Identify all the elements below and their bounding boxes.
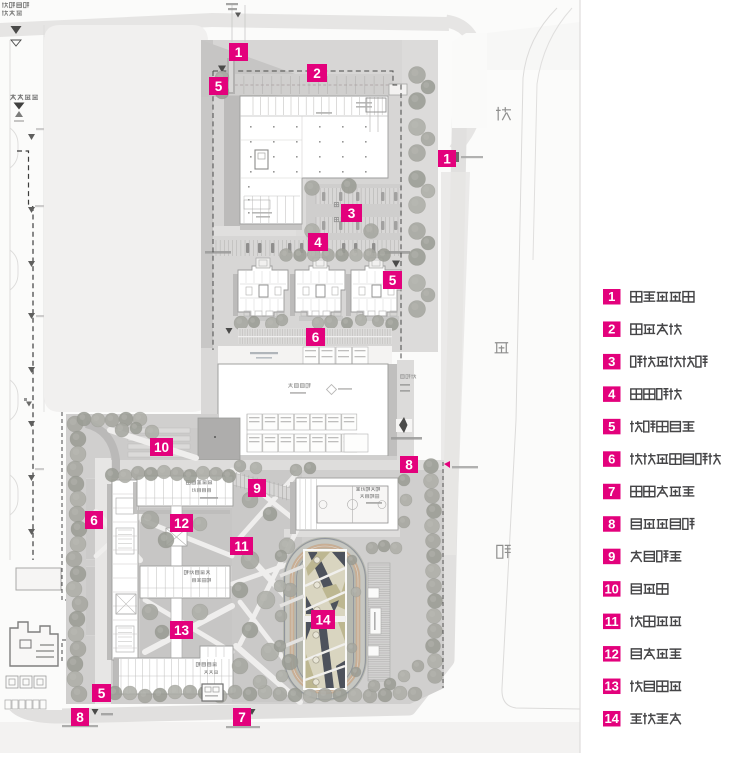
svg-text:10: 10 xyxy=(154,440,169,455)
svg-text:1: 1 xyxy=(608,289,615,304)
svg-text:6: 6 xyxy=(312,330,320,345)
svg-text:10: 10 xyxy=(604,581,618,596)
svg-text:12: 12 xyxy=(174,516,190,531)
svg-text:13: 13 xyxy=(604,679,618,694)
svg-text:1: 1 xyxy=(235,45,243,60)
svg-text:11: 11 xyxy=(605,614,619,629)
svg-text:6: 6 xyxy=(608,452,615,467)
svg-text:9: 9 xyxy=(608,549,615,564)
svg-text:8: 8 xyxy=(608,516,615,531)
svg-text:2: 2 xyxy=(313,66,321,81)
svg-text:3: 3 xyxy=(348,206,356,221)
svg-text:5: 5 xyxy=(389,273,397,288)
svg-text:12: 12 xyxy=(604,646,618,661)
svg-text:5: 5 xyxy=(608,419,615,434)
svg-text:4: 4 xyxy=(608,387,616,402)
svg-text:1: 1 xyxy=(443,151,451,166)
svg-text:14: 14 xyxy=(315,612,331,627)
svg-text:11: 11 xyxy=(234,539,249,554)
svg-text:6: 6 xyxy=(90,513,98,528)
svg-text:7: 7 xyxy=(238,710,246,725)
svg-text:4: 4 xyxy=(314,235,322,250)
svg-text:5: 5 xyxy=(98,686,106,701)
svg-text:8: 8 xyxy=(405,457,413,472)
svg-text:5: 5 xyxy=(215,79,223,94)
svg-text:8: 8 xyxy=(76,710,84,725)
svg-text:3: 3 xyxy=(608,354,615,369)
svg-text:2: 2 xyxy=(608,322,615,337)
svg-text:14: 14 xyxy=(604,711,619,726)
svg-text:7: 7 xyxy=(608,484,615,499)
svg-text:9: 9 xyxy=(253,481,261,496)
svg-text:13: 13 xyxy=(174,623,190,638)
